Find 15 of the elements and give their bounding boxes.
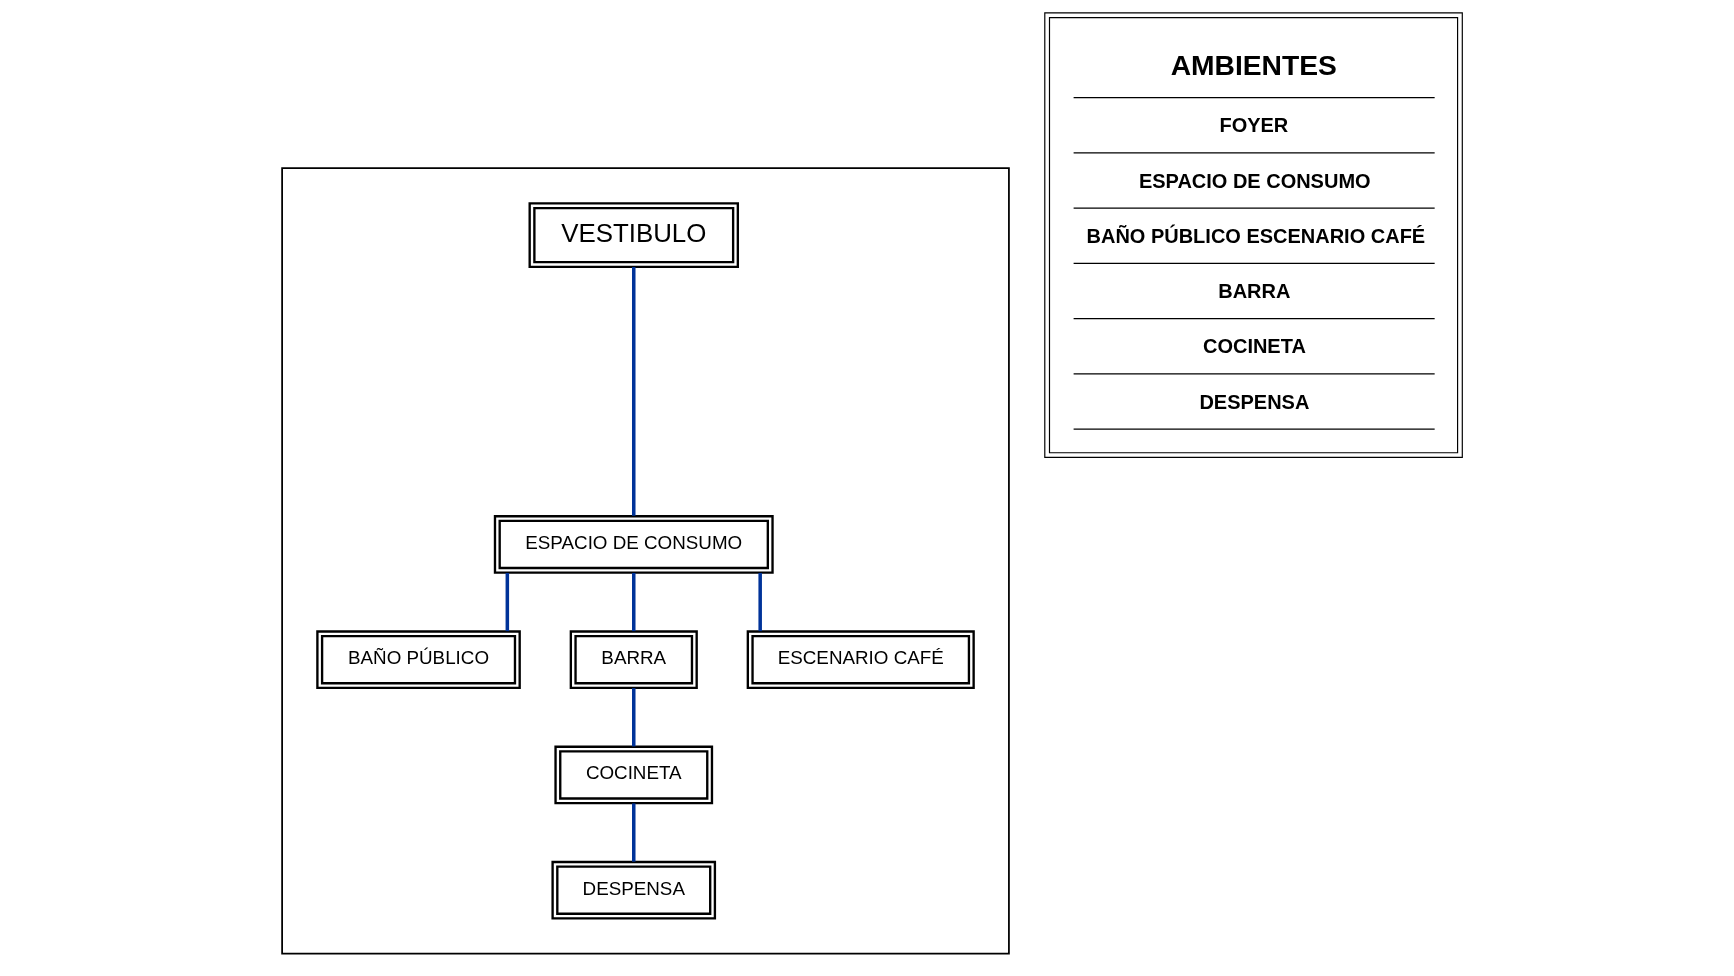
node-box: AMBIENTES FOYER ESPACIO DE CONSUMO BAÑO PÚBLICO ESCENARIO CAFÉ BARRA COCINETA DESPENSA: [1043, 12, 1463, 458]
node-box: COCINETA: [553, 745, 713, 805]
connector: [631, 267, 636, 516]
node-box: BAÑO PÚBLICO: [315, 630, 521, 690]
node-box: ESCENARIO CAFÉ: [746, 630, 975, 690]
connector: [757, 572, 762, 632]
connector: [631, 803, 636, 862]
node-box: VESTIBULO: [528, 202, 739, 269]
node-box: DESPENSA: [550, 860, 716, 920]
connector: [631, 688, 636, 747]
node-box: ESPACIO DE CONSUMO: [493, 515, 774, 574]
connector: [631, 572, 636, 632]
connector: [505, 572, 509, 632]
node-box: BARRA: [569, 630, 698, 690]
cluster: [280, 167, 1010, 955]
